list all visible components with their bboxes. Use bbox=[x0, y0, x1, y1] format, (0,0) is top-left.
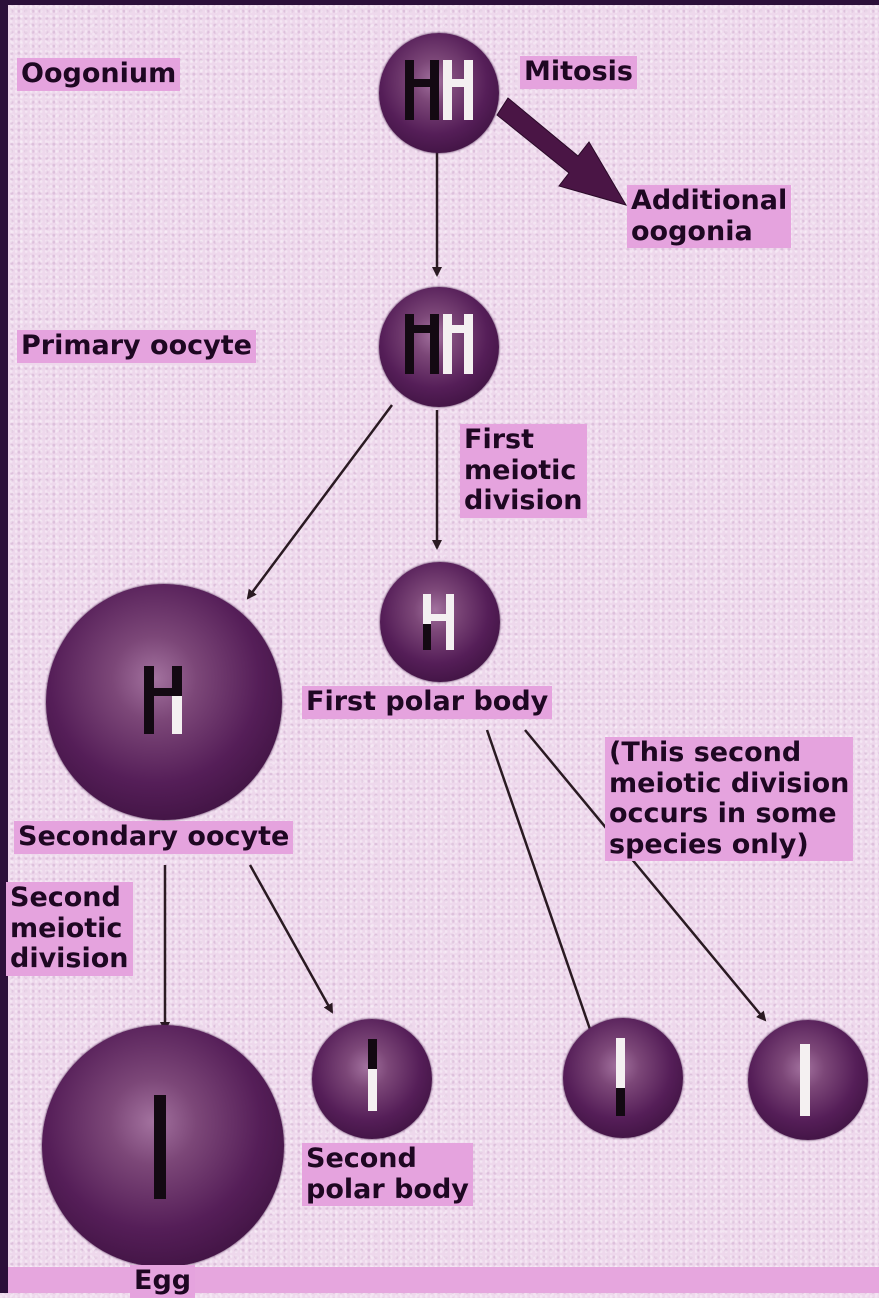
chromosome bbox=[443, 79, 473, 87]
second-polar-body-cell bbox=[312, 1019, 432, 1139]
polar-body-product-right bbox=[748, 1020, 868, 1140]
chromosome bbox=[616, 1038, 625, 1088]
arrow-secondary-to-second-polar bbox=[250, 865, 332, 1012]
arrow-primary-to-secondary bbox=[248, 405, 392, 598]
primary-oocyte-label: Primary oocyte bbox=[17, 330, 256, 363]
secondary-oocyte-cell bbox=[46, 584, 282, 820]
chromosome bbox=[430, 314, 439, 374]
chromosome bbox=[430, 60, 439, 120]
chromosome bbox=[405, 60, 414, 120]
egg-cell bbox=[42, 1025, 284, 1267]
mitosis-arrow bbox=[497, 98, 626, 205]
chromosome bbox=[405, 314, 414, 374]
chromosome bbox=[172, 696, 182, 734]
chromosome bbox=[443, 60, 452, 120]
chromosome bbox=[616, 1088, 625, 1116]
chromosome bbox=[144, 666, 154, 734]
oogonium-cell bbox=[379, 33, 499, 153]
chromosome bbox=[446, 594, 454, 650]
chromosome bbox=[154, 1095, 166, 1199]
mitosis-label: Mitosis bbox=[520, 56, 637, 89]
chromosome bbox=[144, 688, 182, 696]
chromosome bbox=[443, 325, 473, 333]
first-polar-body-cell bbox=[380, 562, 500, 682]
chromosome bbox=[368, 1069, 377, 1111]
chromosome bbox=[423, 614, 454, 621]
chromosome bbox=[405, 79, 439, 87]
chromosome bbox=[443, 314, 452, 374]
footer-bar: Egg bbox=[8, 1267, 879, 1293]
polar-body-product-left bbox=[563, 1018, 683, 1138]
arrow-first-polar-to-left-product bbox=[487, 730, 593, 1038]
primary-oocyte-cell bbox=[379, 287, 499, 407]
secondary-oocyte-label: Secondary oocyte bbox=[14, 821, 293, 854]
chromosome bbox=[464, 60, 473, 120]
chromosome bbox=[368, 1039, 377, 1069]
oogonium-label: Oogonium bbox=[17, 58, 180, 91]
chromosome bbox=[423, 624, 431, 650]
first-polar-body-label: First polar body bbox=[302, 686, 552, 719]
chromosome bbox=[464, 314, 473, 374]
chromosome bbox=[405, 325, 439, 333]
chromosome bbox=[800, 1044, 810, 1116]
